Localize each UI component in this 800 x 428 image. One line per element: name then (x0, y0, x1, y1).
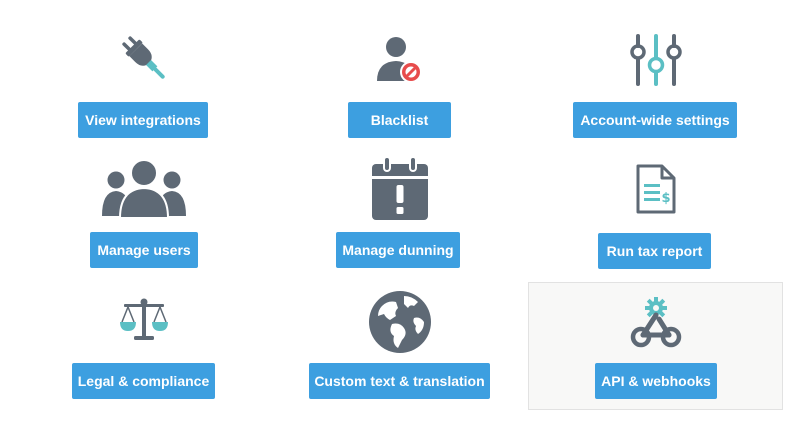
blocked-user-icon (377, 37, 422, 83)
users-group-icon (102, 159, 186, 219)
tile-manage-dunning: Manage dunning (276, 150, 524, 274)
legal-compliance-button[interactable]: Legal & compliance (72, 363, 215, 399)
manage-users-button[interactable]: Manage users (90, 232, 198, 268)
tile-account-wide-settings: Account-wide settings (532, 20, 780, 144)
custom-text-translation-button[interactable]: Custom text & translation (309, 363, 490, 399)
calendar-alert-icon (372, 156, 428, 220)
blacklist-button[interactable]: Blacklist (348, 102, 451, 138)
globe-icon (369, 291, 431, 353)
tax-document-icon: $ (636, 164, 676, 214)
tile-legal-compliance: Legal & compliance (20, 282, 268, 410)
tile-blacklist: Blacklist (276, 20, 524, 144)
view-integrations-button[interactable]: View integrations (78, 102, 208, 138)
run-tax-report-button[interactable]: Run tax report (598, 233, 711, 269)
scales-icon (120, 298, 168, 340)
plug-icon (122, 36, 165, 79)
sliders-icon (630, 34, 682, 86)
webhooks-icon (630, 297, 682, 348)
tile-custom-text-translation: Custom text & translation (276, 282, 524, 410)
svg-text:$: $ (661, 191, 670, 206)
tile-manage-users: Manage users (20, 150, 268, 274)
api-webhooks-button[interactable]: API & webhooks (595, 363, 717, 399)
manage-dunning-button[interactable]: Manage dunning (336, 232, 460, 268)
tile-view-integrations: View integrations (20, 20, 268, 144)
tile-run-tax-report: $ Run tax report (532, 150, 780, 274)
tile-api-webhooks: API & webhooks (528, 282, 783, 410)
account-wide-settings-button[interactable]: Account-wide settings (573, 102, 737, 138)
